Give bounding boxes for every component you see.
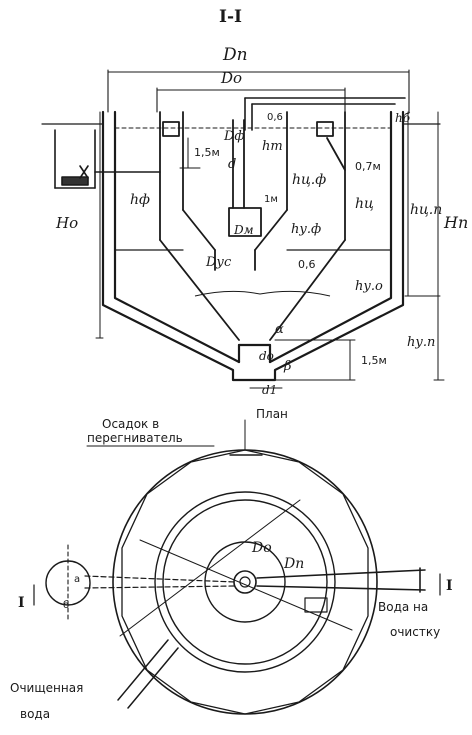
section-mark-left: I [18,595,25,611]
label-hf: hф [130,192,150,208]
label-huo: hу.о [355,279,383,294]
label-alpha: α [275,322,284,337]
plan-label-a: а [74,574,80,585]
tank-section-outline [41,110,441,382]
dimension-lines-left [95,111,201,339]
label-d: d [228,157,236,172]
plan-title: План [256,407,288,421]
label-hcf: hц.ф [292,172,326,188]
dim-07: 0,7м [355,160,381,173]
label-hcp: hц.п [410,202,442,218]
water-in-label-2: очистку [390,625,440,639]
label-ht: hт [262,139,283,154]
plan-label-Dp: Dп [283,556,304,572]
label-beta: β [283,359,292,374]
inlet-pipe-left [54,129,161,189]
label-huf: hу.ф [291,222,321,237]
section-mark-right: I [446,578,453,594]
label-hc: hц [355,196,374,212]
dimension-lines-top [107,69,410,113]
dimension-lines-right [274,111,445,381]
dim-15-bottom: 1,5м [361,354,387,367]
clean-water-label-2: вода [20,707,50,721]
label-Ho: Hо [55,214,78,232]
label-Df: Dф [223,129,245,144]
central-funnel [114,111,392,341]
plan-label-Do: Dо [251,540,272,556]
clean-water-label-1: Очищенная [10,681,83,695]
label-d1: d1 [262,383,277,397]
label-Hp: Hп [443,213,468,232]
sediment-label-1: Осадок в [102,417,159,431]
label-Dus: Dус [205,255,232,270]
dim-15-left: 1,5м [194,146,220,159]
label-hb: hб [395,111,411,125]
label-Dp-top: Dп [222,45,248,65]
section-title: I-I [219,7,242,27]
outlet-pipe-top [244,97,406,131]
label-do: dо [259,349,274,363]
plan-label-b: б [63,600,69,611]
dim-06-top: 0,6 [267,112,283,123]
plan-view [33,419,441,715]
water-in-label-1: Вода на [378,600,428,614]
label-Dm: Dм [233,223,254,237]
sludge-zone [194,290,331,297]
sediment-label-2: перегниватель [87,431,183,445]
dim-06-mid: 0,6 [298,258,316,271]
label-hup: hу.п [407,335,435,350]
label-Do-top: Dо [220,69,242,87]
dim-1m: 1м [264,194,278,205]
